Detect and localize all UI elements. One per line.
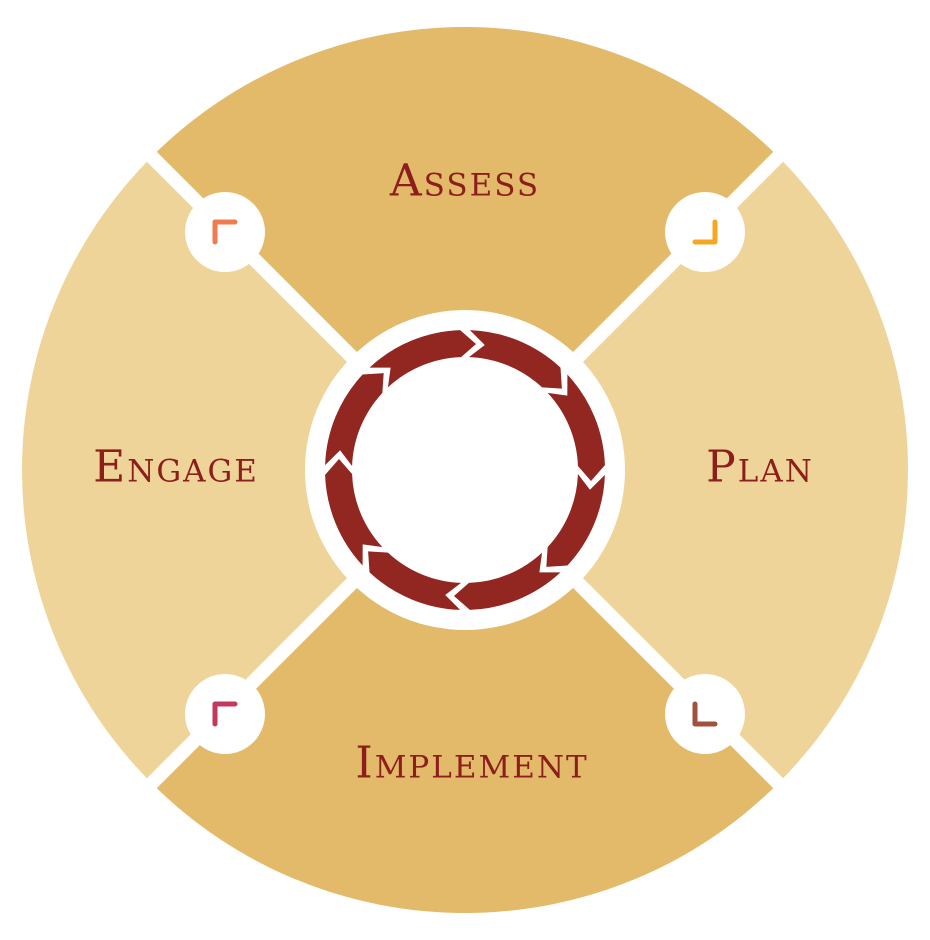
corner-bottom-right-icon (665, 674, 745, 754)
cycle-arrows-icon (325, 330, 605, 610)
corner-mark (692, 219, 718, 245)
badge-circle (665, 192, 745, 272)
segment-implement[interactable] (151, 470, 779, 913)
label-implement: Implement (355, 738, 588, 789)
corner-bottom-left-icon (185, 674, 265, 754)
segment-assess[interactable] (151, 27, 779, 470)
center-hub (305, 310, 625, 630)
cycle-arrow-segment (325, 458, 383, 566)
segment-plan[interactable] (465, 156, 908, 784)
cycle-arrow-segment (325, 373, 384, 467)
label-plan: Plan (706, 442, 814, 493)
label-assess: Assess (389, 156, 540, 207)
badge-circle (185, 674, 265, 754)
label-engage: Engage (93, 442, 259, 493)
corner-top-left-icon (185, 192, 265, 272)
cycle-arrow-segment (369, 330, 477, 388)
segment-engage[interactable] (21, 156, 465, 784)
corner-top-right-icon (665, 192, 745, 272)
corner-mark (212, 219, 238, 245)
badge-circle (185, 192, 265, 272)
cycle-arrow-segment (546, 473, 605, 567)
corner-mark (212, 701, 238, 727)
cycle-arrow-segment (368, 551, 462, 610)
corner-mark (692, 701, 718, 727)
cycle-arrow-segment (468, 330, 562, 389)
cycle-arrow-segment (547, 374, 605, 482)
badge-circle (665, 674, 745, 754)
cycle-arrow-segment (453, 552, 561, 610)
